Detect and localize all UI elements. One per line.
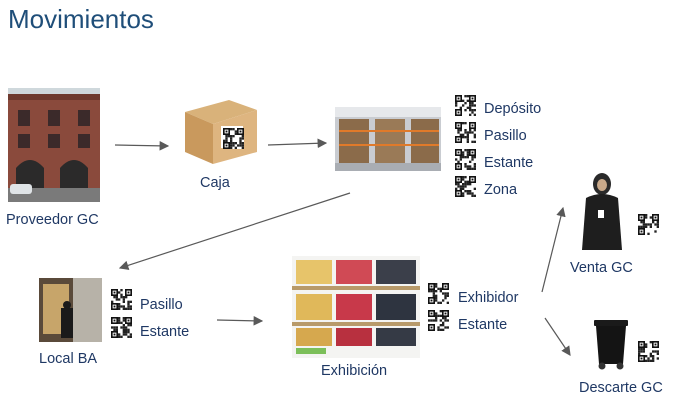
local-pasillo-qr-icon bbox=[111, 289, 132, 310]
local-estante-tag: Estante bbox=[140, 324, 190, 340]
local-estante-qr-icon bbox=[111, 317, 132, 338]
exhibicion-shelves-image bbox=[292, 256, 420, 358]
arrow-exhibicion-descarte bbox=[544, 317, 571, 356]
venta-label: Venta GC bbox=[570, 260, 633, 276]
deposito-tag: Depósito bbox=[484, 101, 542, 117]
exhibicion-label: Exhibición bbox=[321, 363, 388, 379]
deposito-qr-icon bbox=[455, 95, 476, 116]
estante-qr-icon bbox=[455, 149, 476, 170]
exhibicion-estante-qr-icon bbox=[428, 310, 449, 331]
caja-label: Caja bbox=[200, 175, 230, 191]
arrow-deposito-local bbox=[118, 192, 351, 270]
zona-tag: Zona bbox=[484, 182, 518, 198]
venta-jacket-image bbox=[576, 172, 628, 252]
pasillo-qr-icon bbox=[455, 122, 476, 143]
exhibidor-tag: Exhibidor bbox=[458, 290, 519, 306]
descarte-qr-icon bbox=[638, 341, 659, 362]
pasillo-tag: Pasillo bbox=[484, 128, 527, 144]
exhibicion-estante-tag: Estante bbox=[458, 317, 508, 333]
exhibidor-qr-icon bbox=[428, 283, 449, 304]
descarte-label: Descarte GC bbox=[579, 380, 663, 396]
caja-qr-icon bbox=[223, 128, 244, 149]
arrow-caja-deposito bbox=[267, 138, 328, 149]
local-pasillo-tag: Pasillo bbox=[140, 297, 183, 313]
zona-qr-icon bbox=[455, 176, 476, 197]
page-title: Movimientos bbox=[8, 4, 154, 34]
local-label: Local BA bbox=[39, 351, 98, 367]
arrow-proveedor-caja bbox=[114, 141, 170, 151]
proveedor-building-image bbox=[8, 88, 100, 202]
local-store-image bbox=[39, 278, 102, 342]
deposito-warehouse-image bbox=[335, 107, 441, 171]
arrow-exhibicion-venta bbox=[541, 206, 566, 293]
descarte-bin-image bbox=[592, 316, 630, 370]
proveedor-label: Proveedor GC bbox=[6, 212, 99, 228]
venta-qr-icon bbox=[638, 214, 659, 235]
arrow-local-exhibicion bbox=[216, 316, 264, 326]
caja-box-image bbox=[179, 86, 261, 168]
estante-tag: Estante bbox=[484, 155, 534, 171]
